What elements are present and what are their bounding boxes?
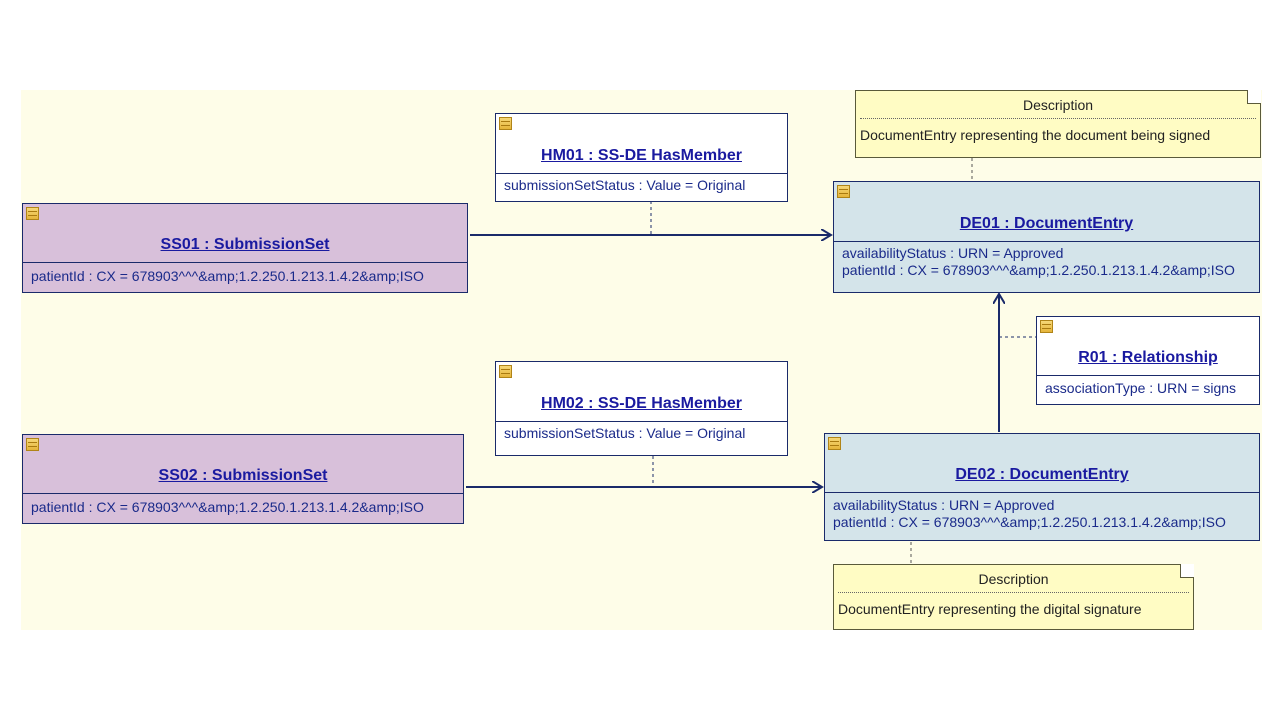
- attribute: patientId : CX = 678903^^^&amp;1.2.250.1…: [833, 514, 1226, 530]
- note-text: DocumentEntry representing the document …: [860, 127, 1211, 143]
- attribute: submissionSetStatus : Value = Original: [504, 177, 746, 193]
- object-title: HM01 : SS-DE HasMember: [541, 147, 742, 164]
- hm01-has-member[interactable]: HM01 : SS-DE HasMember submissionSetStat…: [495, 113, 788, 202]
- attribute: availabilityStatus : URN = Approved: [833, 497, 1055, 513]
- note-fold-corner: [1247, 90, 1261, 104]
- object-title: DE02 : DocumentEntry: [955, 466, 1129, 483]
- ss02-submission-set[interactable]: SS02 : SubmissionSet patientId : CX = 67…: [22, 434, 464, 524]
- attribute: patientId : CX = 678903^^^&amp;1.2.250.1…: [31, 499, 424, 515]
- hm02-has-member[interactable]: HM02 : SS-DE HasMember submissionSetStat…: [495, 361, 788, 456]
- object-title: R01 : Relationship: [1078, 349, 1218, 366]
- class-icon: [828, 437, 841, 450]
- attribute: patientId : CX = 678903^^^&amp;1.2.250.1…: [31, 268, 424, 284]
- object-title: SS01 : SubmissionSet: [160, 236, 330, 253]
- description-note-digital-signature[interactable]: Description DocumentEntry representing t…: [833, 564, 1194, 630]
- attribute: associationType : URN = signs: [1045, 380, 1237, 396]
- attribute: submissionSetStatus : Value = Original: [504, 425, 746, 441]
- attribute: patientId : CX = 678903^^^&amp;1.2.250.1…: [842, 262, 1235, 278]
- class-icon: [1040, 320, 1053, 333]
- ss01-submission-set[interactable]: SS01 : SubmissionSet patientId : CX = 67…: [22, 203, 468, 293]
- r01-relationship[interactable]: R01 : Relationship associationType : URN…: [1036, 316, 1260, 405]
- description-note-signed-document[interactable]: Description DocumentEntry representing t…: [855, 90, 1261, 158]
- note-text: DocumentEntry representing the digital s…: [838, 601, 1142, 617]
- class-icon: [499, 365, 512, 378]
- de02-document-entry[interactable]: DE02 : DocumentEntry availabilityStatus …: [824, 433, 1260, 541]
- note-divider: [838, 592, 1189, 593]
- note-title: Description: [978, 571, 1049, 587]
- object-title: SS02 : SubmissionSet: [158, 467, 328, 484]
- object-title: DE01 : DocumentEntry: [959, 215, 1134, 232]
- class-icon: [499, 117, 512, 130]
- class-icon: [26, 207, 39, 220]
- de01-document-entry[interactable]: DE01 : DocumentEntry availabilityStatus …: [833, 181, 1260, 293]
- note-divider: [860, 118, 1256, 119]
- class-icon: [26, 438, 39, 451]
- attribute: availabilityStatus : URN = Approved: [842, 245, 1064, 261]
- note-title: Description: [1022, 97, 1094, 113]
- object-title: HM02 : SS-DE HasMember: [541, 395, 742, 412]
- class-icon: [837, 185, 850, 198]
- note-fold-corner: [1180, 564, 1194, 578]
